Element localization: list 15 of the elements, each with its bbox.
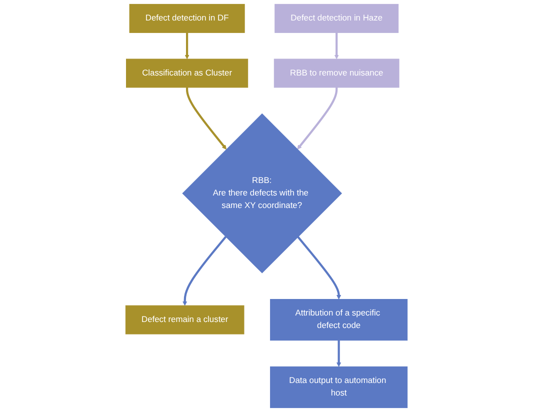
node-box: Defect remain a cluster: [125, 305, 244, 334]
node-box: Classification as Cluster: [126, 58, 248, 88]
node-box: Data output to automation host: [270, 366, 408, 408]
node-box: Attribution of a specific defect code: [270, 299, 408, 341]
arrow: [186, 87, 227, 150]
node-diamond: RBB: Are there defects with the same XY coordinate?: [182, 113, 342, 274]
arrow: [336, 340, 342, 367]
node-box: Defect detection in DF: [129, 4, 245, 33]
arrow: [184, 32, 190, 60]
arrow: [297, 87, 338, 150]
arrow: [182, 236, 227, 306]
node-box: Defect detection in Haze: [274, 4, 399, 33]
arrow: [297, 236, 342, 300]
node-box: RBB to remove nuisance: [274, 58, 400, 88]
arrow: [334, 32, 339, 60]
